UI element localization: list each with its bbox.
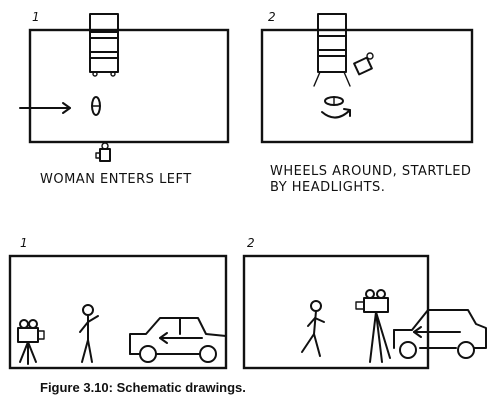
panel-1-frame — [28, 28, 230, 144]
movement-arrow-icon — [413, 326, 461, 338]
panel-1-number: 1 — [32, 10, 40, 24]
movement-arrow-icon — [321, 108, 351, 119]
movement-arrow-icon — [159, 332, 203, 344]
panel-2-caption: WHEELS AROUND, STARTLED BY HEADLIGHTS. — [270, 164, 472, 195]
camera-dolly-icon — [89, 13, 119, 77]
figure-caption: Figure 3.10: Schematic drawings. — [40, 380, 246, 395]
panel-4-frame — [242, 254, 430, 370]
stick-figure-icon — [301, 300, 325, 357]
woman-topview-icon — [91, 96, 101, 116]
car-icon — [393, 309, 487, 359]
panel-4-number: 2 — [247, 236, 255, 250]
tripod-camera-icon — [355, 289, 391, 363]
tripod-camera-icon — [17, 319, 45, 365]
car-icon — [129, 317, 227, 363]
panel-1-caption: WOMAN ENTERS LEFT — [40, 172, 192, 187]
camera-icon — [95, 142, 111, 162]
panel-2-number: 2 — [268, 10, 276, 24]
panel-3-number: 1 — [20, 236, 28, 250]
woman-topview-icon — [324, 96, 344, 106]
camera-icon — [353, 52, 374, 76]
panel-3-frame — [8, 254, 228, 370]
panel-2-frame — [260, 28, 474, 144]
camera-dolly-icon — [313, 13, 351, 87]
movement-arrow-icon — [19, 102, 71, 114]
stick-figure-icon — [79, 304, 99, 363]
